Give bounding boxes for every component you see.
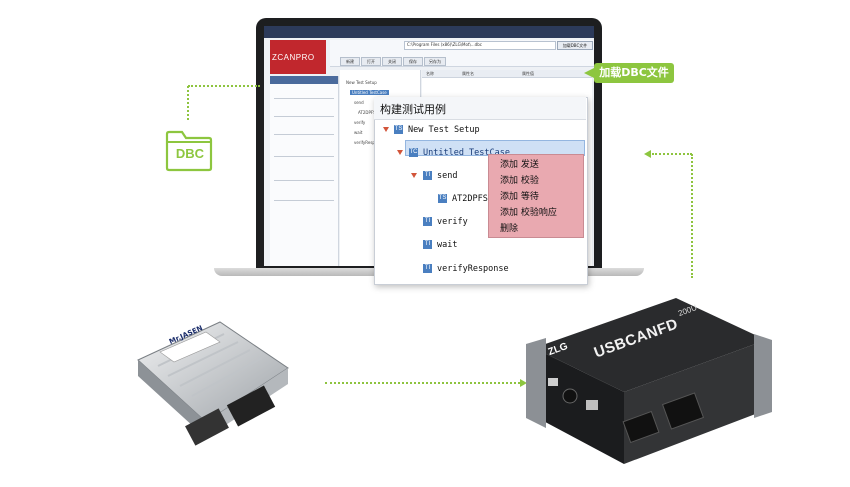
menu-item-add-wait[interactable]: 添加 等待	[500, 192, 539, 202]
arrow-left-icon	[644, 150, 651, 158]
toolbar-new-button[interactable]: 新建	[340, 57, 360, 66]
test-item-icon: TI	[423, 264, 432, 273]
properties-grid-header: 名称 属性名 属性值	[422, 70, 592, 78]
tree-node-wait[interactable]: wait	[437, 240, 458, 250]
connector-screen-to-dbc	[188, 85, 260, 87]
tree-node-new-test-setup[interactable]: New Test Setup	[408, 125, 480, 135]
load-dbc-callout: 加载DBC文件	[594, 63, 674, 83]
menu-item-add-verify[interactable]: 添加 校验	[500, 176, 539, 186]
toolbar-close-button[interactable]: 关闭	[382, 57, 402, 66]
menu-item-add-send[interactable]: 添加 发送	[500, 160, 539, 170]
test-signal-icon: TS	[438, 194, 447, 203]
app-titlebar	[264, 26, 594, 38]
dbc-folder-icon	[165, 130, 213, 172]
settings-panel-header	[270, 76, 338, 84]
connector-dbc-vertical	[187, 86, 189, 120]
arrow-right-icon	[520, 379, 527, 387]
test-case-icon: TC	[409, 148, 418, 157]
toolbar-open-button[interactable]: 打开	[361, 57, 381, 66]
expand-arrow-icon[interactable]	[383, 127, 389, 132]
usbcanfd-device	[526, 298, 772, 464]
toolbar-save-button[interactable]: 保存	[403, 57, 423, 66]
popup-title-text: 构建测试用例	[380, 103, 446, 116]
test-item-icon: TI	[423, 217, 432, 226]
dbc-folder-label: DBC	[175, 146, 205, 161]
load-dbc-button[interactable]: 加载DBC文件	[557, 41, 593, 50]
connector-device-vertical	[691, 154, 693, 278]
settings-panel	[270, 76, 339, 266]
callout-pointer	[584, 68, 594, 78]
tree-node-verify-response[interactable]: verifyResponse	[437, 264, 509, 274]
menu-item-add-verify-response[interactable]: 添加 校验响应	[500, 208, 557, 218]
connector-device-to-laptop	[652, 153, 692, 155]
context-menu	[488, 154, 584, 238]
ecu-module	[137, 321, 289, 446]
zcanpro-logo	[270, 40, 326, 74]
toolbar-save-as-button[interactable]: 另存为	[424, 57, 446, 66]
expand-arrow-icon[interactable]	[411, 173, 417, 178]
tree-node-untitled-testcase[interactable]: Untitled TestCase	[423, 148, 510, 158]
zcanpro-logo-text: ZCANPRO	[272, 53, 315, 62]
build-testcase-popup-title: 构建测试用例	[374, 97, 586, 120]
dbc-path-input[interactable]: C:\Program Files (x86)\ZLG\Mot\...dbc	[404, 41, 556, 50]
test-setup-icon: TS	[394, 125, 403, 134]
tree-node-verify[interactable]: verify	[437, 217, 468, 227]
test-item-icon: TI	[423, 171, 432, 180]
menu-item-delete[interactable]: 删除	[500, 224, 519, 234]
tree-node-at2dpfss[interactable]: AT2DPFSS	[452, 194, 493, 204]
expand-arrow-icon[interactable]	[397, 150, 403, 155]
test-item-icon: TI	[423, 240, 432, 249]
connector-ecu-to-device	[325, 382, 520, 384]
tree-node-send[interactable]: send	[437, 171, 458, 181]
